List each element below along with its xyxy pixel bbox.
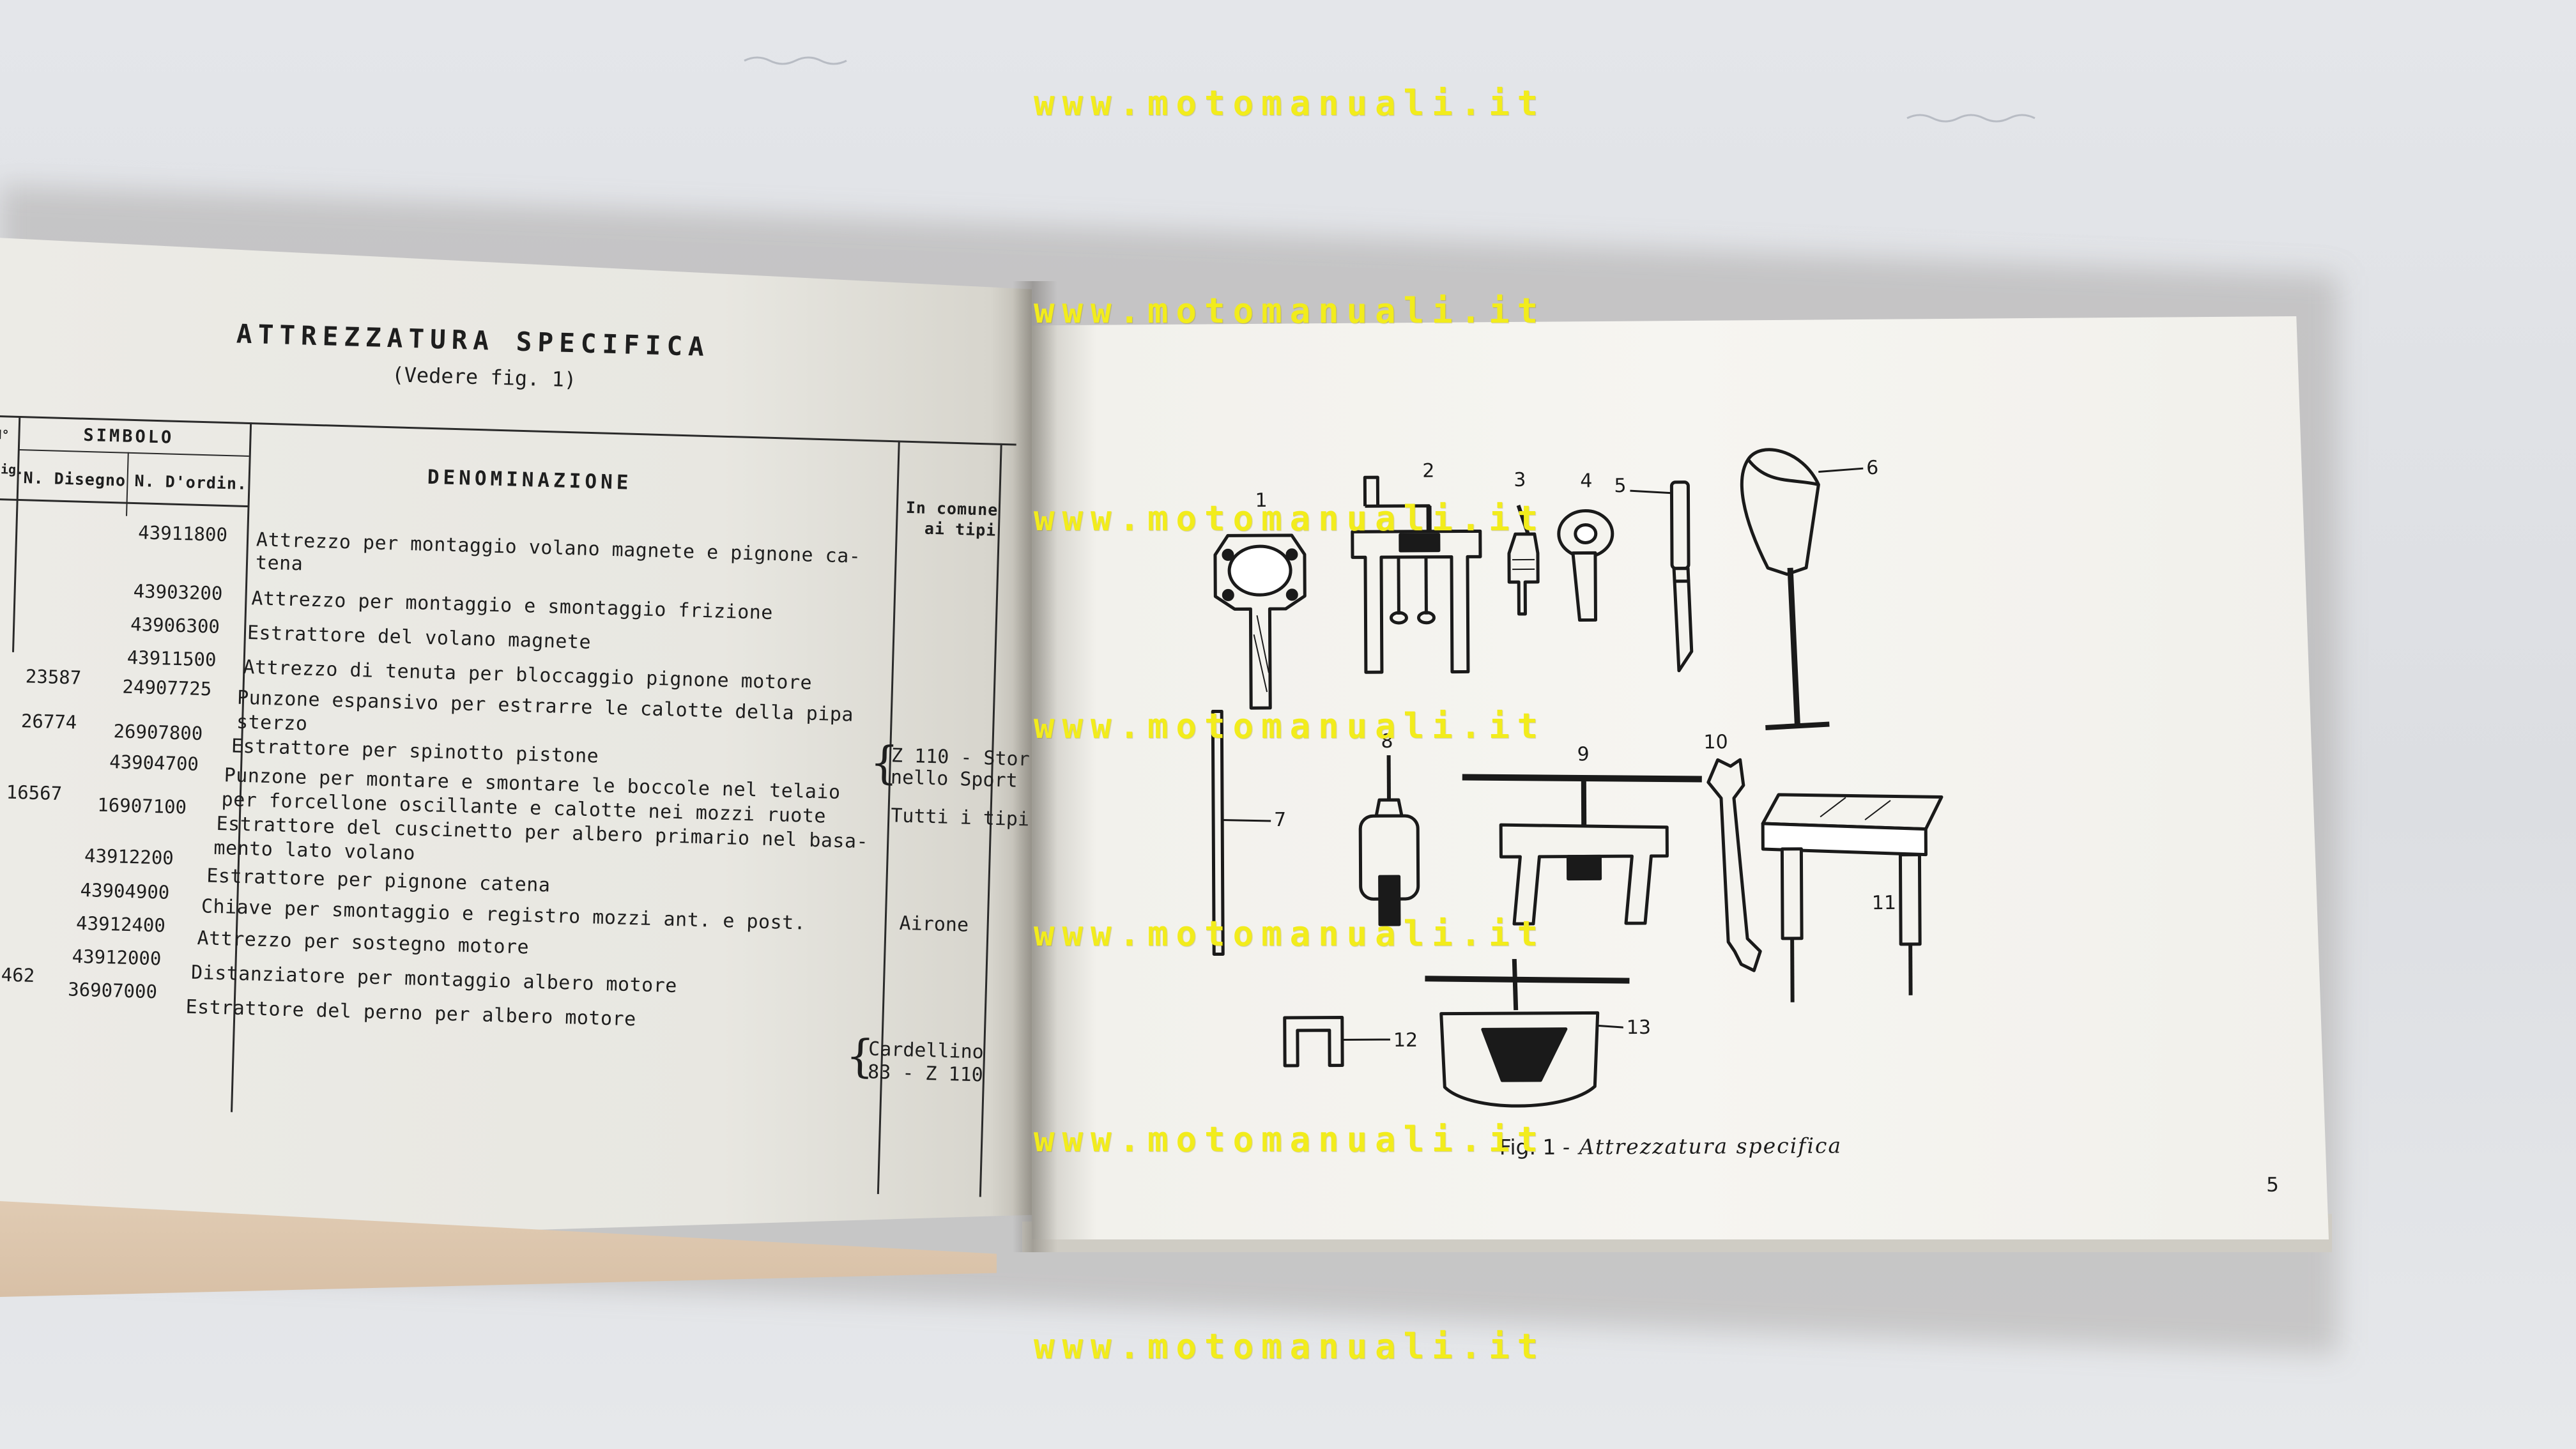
tool-number: 9 — [1577, 743, 1590, 765]
header-edge-2: fig. — [0, 461, 24, 478]
description-cont: sterzo — [236, 710, 308, 735]
header-drawing-no: N. Disegno — [23, 468, 126, 490]
description: Estrattore per spinotto pistone — [231, 735, 599, 768]
tool-12-spacer — [1283, 1015, 1390, 1068]
drawing-number: T 16567 — [0, 781, 63, 805]
tool-number: 10 — [1703, 731, 1728, 753]
header-description: DENOMINAZIONE — [427, 465, 632, 494]
drawing-number: 36462 — [0, 963, 35, 986]
tool-number: 4 — [1580, 470, 1592, 492]
order-number: 36907000 — [67, 978, 158, 1003]
tool-8-bushing-punch — [1358, 755, 1420, 926]
watermark: www.motomanuali.it — [1034, 498, 1546, 539]
description: Estrattore per pignone catena — [206, 864, 551, 897]
table-col-rule-1 — [12, 415, 21, 652]
tool-2-clutch-puller — [1351, 475, 1482, 674]
order-number: 26907800 — [113, 720, 203, 745]
tool-5-expansion-punch — [1630, 480, 1694, 673]
figure-tools-illustration: 1 2 3 4 5 6 7 8 9 10 11 12 13 — [1211, 448, 1943, 1108]
watermark: www.motomanuali.it — [1034, 1326, 1546, 1367]
book-gutter — [1013, 281, 1057, 1252]
description: Chiave per smontaggio e registro mozzi a… — [201, 895, 806, 935]
order-number: 43912400 — [75, 912, 166, 937]
tool-3-bushing — [1507, 505, 1540, 616]
order-number: 16907100 — [96, 793, 187, 818]
order-number: 43911800 — [137, 521, 228, 546]
watermark: www.motomanuali.it — [1034, 291, 1546, 331]
table-header-rule — [0, 498, 248, 507]
tool-number: 1 — [1255, 489, 1267, 512]
background-mark — [744, 56, 847, 65]
watermark: www.motomanuali.it — [1034, 706, 1546, 746]
tool-number: 3 — [1514, 469, 1526, 491]
drawing-number: 23587 — [25, 665, 82, 689]
description: Estrattore del volano magnete — [247, 622, 592, 654]
description: Distanziatore per montaggio albero motor… — [190, 961, 678, 998]
order-number: 43904700 — [109, 751, 199, 776]
tool-1-flange-wrench — [1213, 533, 1307, 710]
tool-number: 6 — [1866, 457, 1878, 479]
header-common-1: In comune — [905, 498, 999, 519]
page-subtitle: (Vedere fig. 1) — [391, 362, 577, 392]
tool-13-pin-puller — [1425, 958, 1630, 1108]
tool-9-bearing-extractor — [1462, 774, 1702, 926]
common-note-3: Airone — [899, 912, 969, 937]
tool-number: 2 — [1422, 460, 1434, 482]
table-col-rule-2 — [126, 452, 129, 516]
common-note-4a: Cardellino — [868, 1038, 985, 1064]
tool-number: 7 — [1274, 809, 1286, 831]
common-note-2: Tutti i tipi — [890, 804, 1030, 831]
tool-4-holding-tool — [1557, 509, 1614, 622]
description: Attrezzo per montaggio volano magnete e … — [256, 528, 861, 568]
common-note-4b: 83 - Z 110 — [867, 1061, 984, 1087]
tool-number: 13 — [1627, 1016, 1651, 1039]
order-number: 43911500 — [126, 646, 217, 671]
figure-caption-text: - Attrezzatura specifica — [1562, 1133, 1843, 1160]
page-number: 5 — [2266, 1173, 2279, 1197]
watermark: www.motomanuali.it — [1034, 83, 1546, 123]
description: Estrattore del perno per albero motore — [185, 995, 637, 1031]
table-symbol-rule — [19, 448, 249, 457]
tool-6-strap-wrench — [1740, 448, 1864, 730]
right-page-content: 1 2 3 4 5 6 7 8 9 10 11 12 13 Fig. 1 - A… — [1032, 316, 2329, 1239]
order-number: 43903200 — [133, 580, 223, 604]
tool-10-chain-sprocket-key — [1706, 758, 1762, 972]
tool-number: 5 — [1614, 475, 1626, 497]
order-number: 43912200 — [84, 845, 174, 869]
header-order-no: N. D'ordin. — [134, 471, 248, 493]
left-page-content: ATTREZZATURA SPECIFICA (Vedere fig. 1) N… — [0, 238, 1032, 1246]
left-page: ATTREZZATURA SPECIFICA (Vedere fig. 1) N… — [0, 238, 1032, 1246]
tool-7-pin-extractor — [1211, 709, 1271, 956]
right-page: 1 2 3 4 5 6 7 8 9 10 11 12 13 Fig. 1 - A… — [1032, 316, 2329, 1239]
description-cont: mento lato volano — [213, 836, 416, 865]
description-cont: tena — [255, 551, 303, 576]
tool-number: 12 — [1393, 1029, 1418, 1052]
watermark: www.motomanuali.it — [1034, 914, 1546, 954]
order-number: 43906300 — [130, 613, 220, 638]
order-number: 24907725 — [122, 675, 212, 700]
description: Attrezzo per montaggio e smontaggio friz… — [251, 587, 774, 625]
description: Attrezzo per sostegno motore — [197, 927, 530, 959]
page-title: ATTREZZATURA SPECIFICA — [236, 318, 710, 363]
tool-number: 11 — [1872, 892, 1896, 914]
header-common-2: ai tipi — [924, 519, 997, 540]
watermark: www.motomanuali.it — [1034, 1119, 1546, 1160]
header-symbol: SIMBOLO — [83, 425, 174, 448]
tool-11-engine-support — [1761, 793, 1943, 1002]
drawing-number: 26774 — [20, 710, 77, 733]
order-number: 43904900 — [80, 878, 170, 903]
order-number: 43912000 — [72, 945, 162, 970]
background-mark — [1906, 114, 2035, 123]
header-edge-1: N° — [0, 426, 10, 443]
figure-caption: Fig. 1 - Attrezzatura specifica — [1499, 1133, 1843, 1160]
common-note-1b: nello Sport — [890, 766, 1018, 792]
tool-number: 8 — [1381, 730, 1393, 753]
